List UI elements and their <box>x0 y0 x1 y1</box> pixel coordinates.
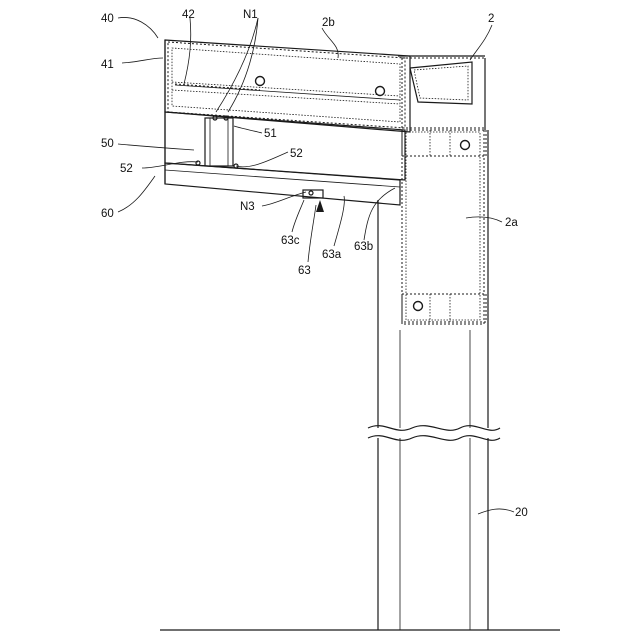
label-51: 51 <box>264 128 277 140</box>
frame-60 <box>165 163 400 205</box>
label-60: 60 <box>101 208 114 220</box>
label-N3: N3 <box>240 201 255 213</box>
bolt-hole <box>256 77 265 86</box>
label-41: 41 <box>101 59 114 71</box>
label-52-right: 52 <box>290 148 303 160</box>
label-42: 42 <box>182 9 195 21</box>
break-line-bottom <box>368 436 500 441</box>
break-line-top <box>368 426 500 431</box>
label-2b: 2b <box>322 17 335 29</box>
bolt-hole <box>461 141 470 150</box>
label-63a: 63a <box>322 249 342 261</box>
label-63b: 63b <box>354 241 373 253</box>
corner-bracket-2 <box>398 56 485 130</box>
label-50: 50 <box>101 138 114 150</box>
label-52-left: 52 <box>120 163 133 175</box>
label-63c: 63c <box>281 235 300 247</box>
arrow-63 <box>316 200 324 212</box>
label-N1: N1 <box>243 9 258 21</box>
beam-41 <box>165 40 410 132</box>
bolt-hole <box>414 302 423 311</box>
label-20: 20 <box>515 507 528 519</box>
member-2a <box>402 128 486 324</box>
bolt-hole <box>376 87 385 96</box>
label-63: 63 <box>298 265 311 277</box>
fitting-51 <box>205 118 233 166</box>
label-2: 2 <box>488 13 494 25</box>
label-2a: 2a <box>505 217 518 229</box>
label-40: 40 <box>101 13 114 25</box>
pole-20 <box>160 130 560 630</box>
